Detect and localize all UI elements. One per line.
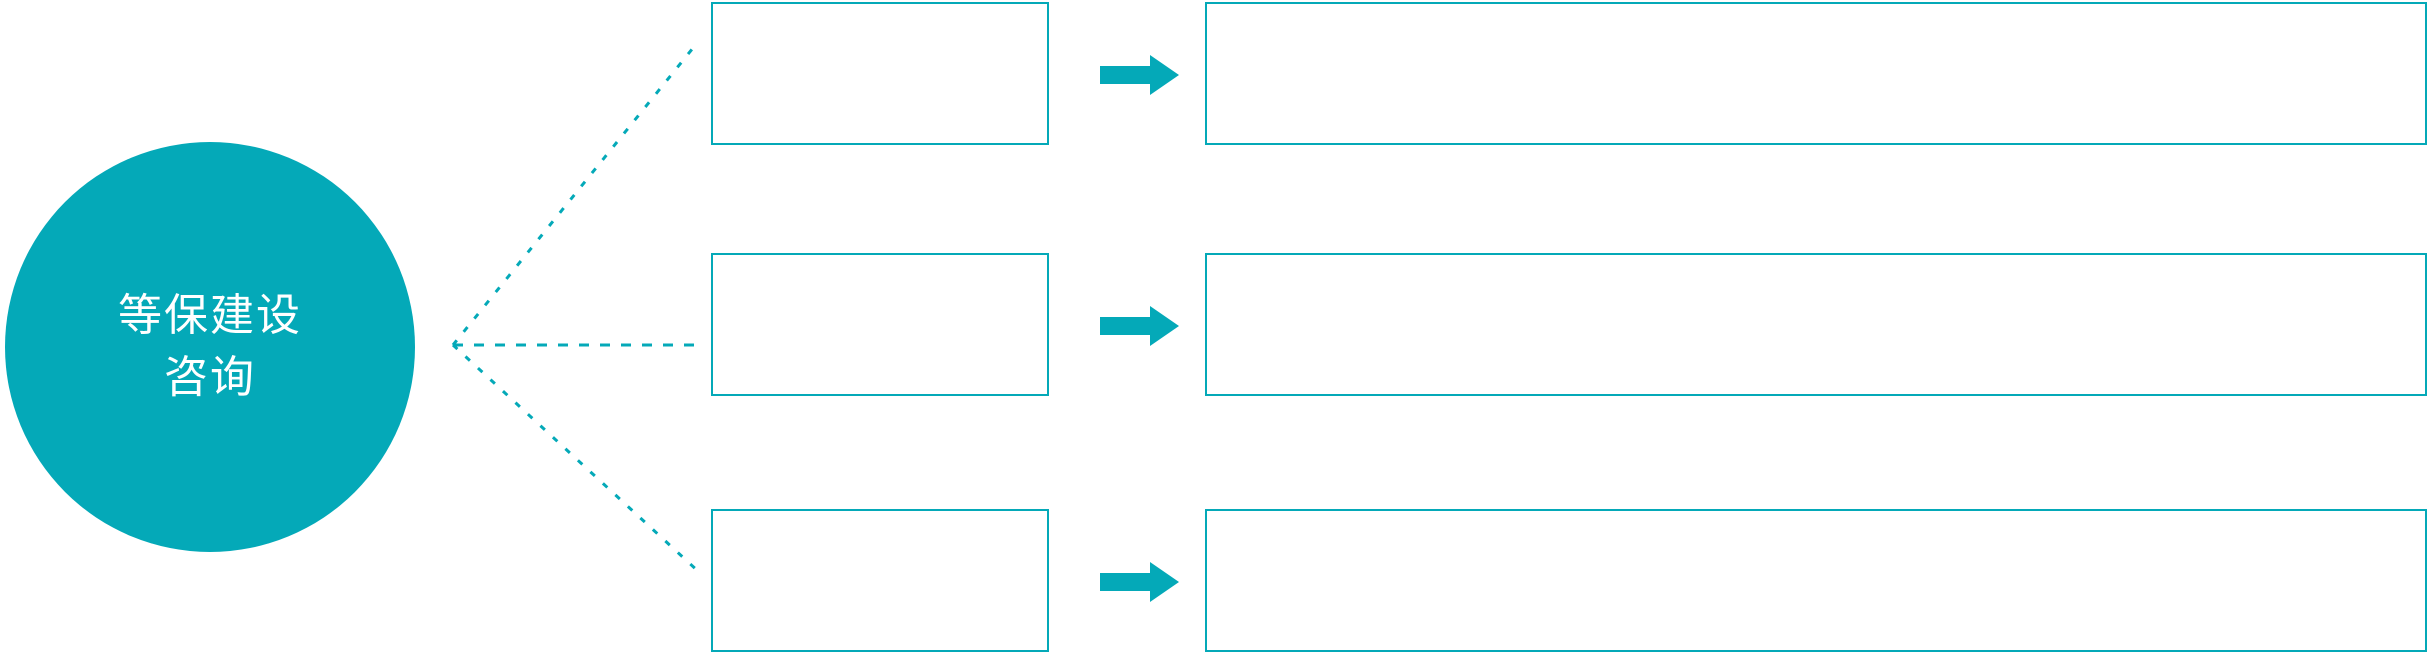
hub-title-line-2: 咨询 xyxy=(164,353,256,402)
flow-row xyxy=(0,2,2434,147)
hub-title-line-1: 等保建设 xyxy=(118,290,302,340)
flow-arrow-icon xyxy=(1100,306,1179,346)
hub-circle[interactable]: 等保建设 咨询 xyxy=(5,142,415,552)
label-box[interactable] xyxy=(711,253,1049,396)
detail-box[interactable] xyxy=(1205,509,2427,652)
detail-box[interactable] xyxy=(1205,2,2427,145)
flow-row xyxy=(0,509,2434,654)
label-box[interactable] xyxy=(711,509,1049,652)
flow-arrow-icon xyxy=(1100,562,1179,602)
label-box[interactable] xyxy=(711,2,1049,145)
flow-row xyxy=(0,253,2434,398)
detail-box[interactable] xyxy=(1205,253,2427,396)
flow-arrow-icon xyxy=(1100,55,1179,95)
